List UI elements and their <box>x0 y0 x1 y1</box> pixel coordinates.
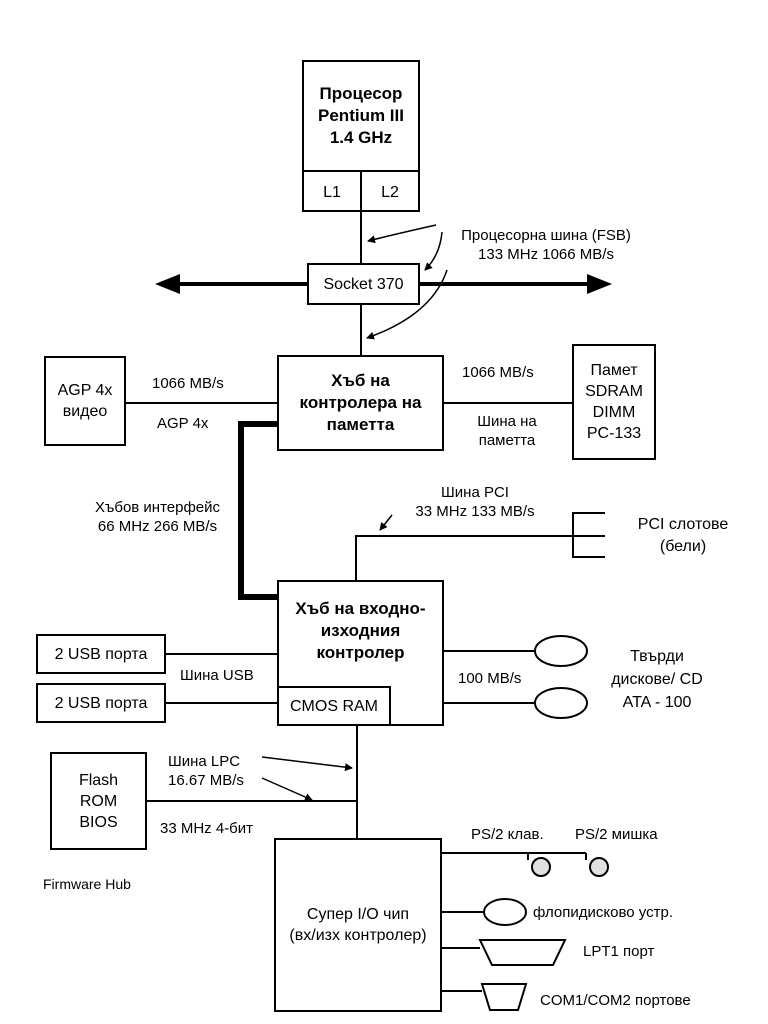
lpt-port-label: LPT1 порт <box>583 943 655 960</box>
ps2-mouse-label: PS/2 мишка <box>575 826 658 843</box>
memory-speed-label: 1066 MB/s <box>462 364 534 381</box>
cache-l1: L1 <box>304 172 362 212</box>
ps2-mouse-connector <box>589 857 609 877</box>
pci-pointer <box>379 514 393 531</box>
lpc-pointer-2 <box>261 777 313 801</box>
com-ports-label: COM1/COM2 портове <box>540 992 691 1009</box>
hub-interface-link <box>238 421 277 600</box>
agp-speed-label: 1066 MB/s <box>152 375 224 392</box>
socket-box: Socket 370 <box>307 263 420 305</box>
ich-title: Хъб на входно- изходния контролер <box>295 599 426 662</box>
ide-connector-1 <box>534 635 588 667</box>
pci-bus-label: Шина PCI 33 MHz 133 MB/s <box>415 484 535 520</box>
firmware-hub-label: Firmware Hub <box>43 876 131 892</box>
pci-bus-line <box>355 535 573 580</box>
lpc-pointer-1 <box>261 756 353 772</box>
cache-l2: L2 <box>381 183 399 201</box>
ps2-kbd-connector <box>531 857 551 877</box>
usb-bus-label: Шина USB <box>180 667 254 684</box>
ata-drives-label: Твърди дискове/ CD ATA - 100 <box>611 648 703 711</box>
com-connector <box>480 983 528 1011</box>
usb-ports-box-1: 2 USB порта <box>36 634 166 674</box>
agp-bus-label: AGP 4x <box>157 415 209 432</box>
sdram-memory-box: Памет SDRAM DIMM PC-133 <box>572 344 656 460</box>
ide-connector-2 <box>534 687 588 719</box>
lpt-connector <box>478 939 567 966</box>
fsb-pointer-2 <box>424 231 443 271</box>
fsb-label: Процесорна шина (FSB) 133 MHz 1066 MB/s <box>461 227 631 263</box>
agp-video-box: AGP 4x видео <box>44 356 126 446</box>
cpu-title: Процесор Pentium III 1.4 GHz <box>318 84 404 147</box>
fsb-arrowhead-right <box>587 274 612 294</box>
cpu-cache-row: L1 L2 <box>304 170 418 212</box>
memory-controller-hub: Хъб на контролера на паметта <box>277 355 444 451</box>
super-io-chip: Супер I/O чип (вх/изх контролер) <box>274 838 442 1012</box>
floppy-connector <box>483 898 527 926</box>
floppy-label: флопидисково устр. <box>533 904 674 921</box>
lpc-bus-label: Шина LPC 16.67 MB/s <box>168 753 244 789</box>
usb-ports-box-2: 2 USB порта <box>36 683 166 723</box>
flash-rom-bios-box: Flash ROM BIOS <box>50 752 147 850</box>
lpc-clock-label: 33 MHz 4-бит <box>160 820 254 837</box>
cmos-ram-box: CMOS RAM <box>277 686 391 726</box>
ide-speed-label: 100 MB/s <box>458 670 522 687</box>
fsb-arrowhead-left <box>155 274 180 294</box>
fsb-pointer-1 <box>367 224 437 244</box>
ps2-kbd-link <box>442 852 529 860</box>
memory-bus-label: Шина на паметта <box>477 413 537 449</box>
fsb-pointer-3 <box>366 269 448 340</box>
ps2-keyboard-label: PS/2 клав. <box>471 826 544 843</box>
pci-slots-label: PCI слотове (бели) <box>637 516 729 555</box>
hub-interface-label: Хъбов интерфейс 66 MHz 266 MB/s <box>94 499 221 535</box>
cpu-box: Процесор Pentium III 1.4 GHz L1 L2 <box>302 60 420 212</box>
